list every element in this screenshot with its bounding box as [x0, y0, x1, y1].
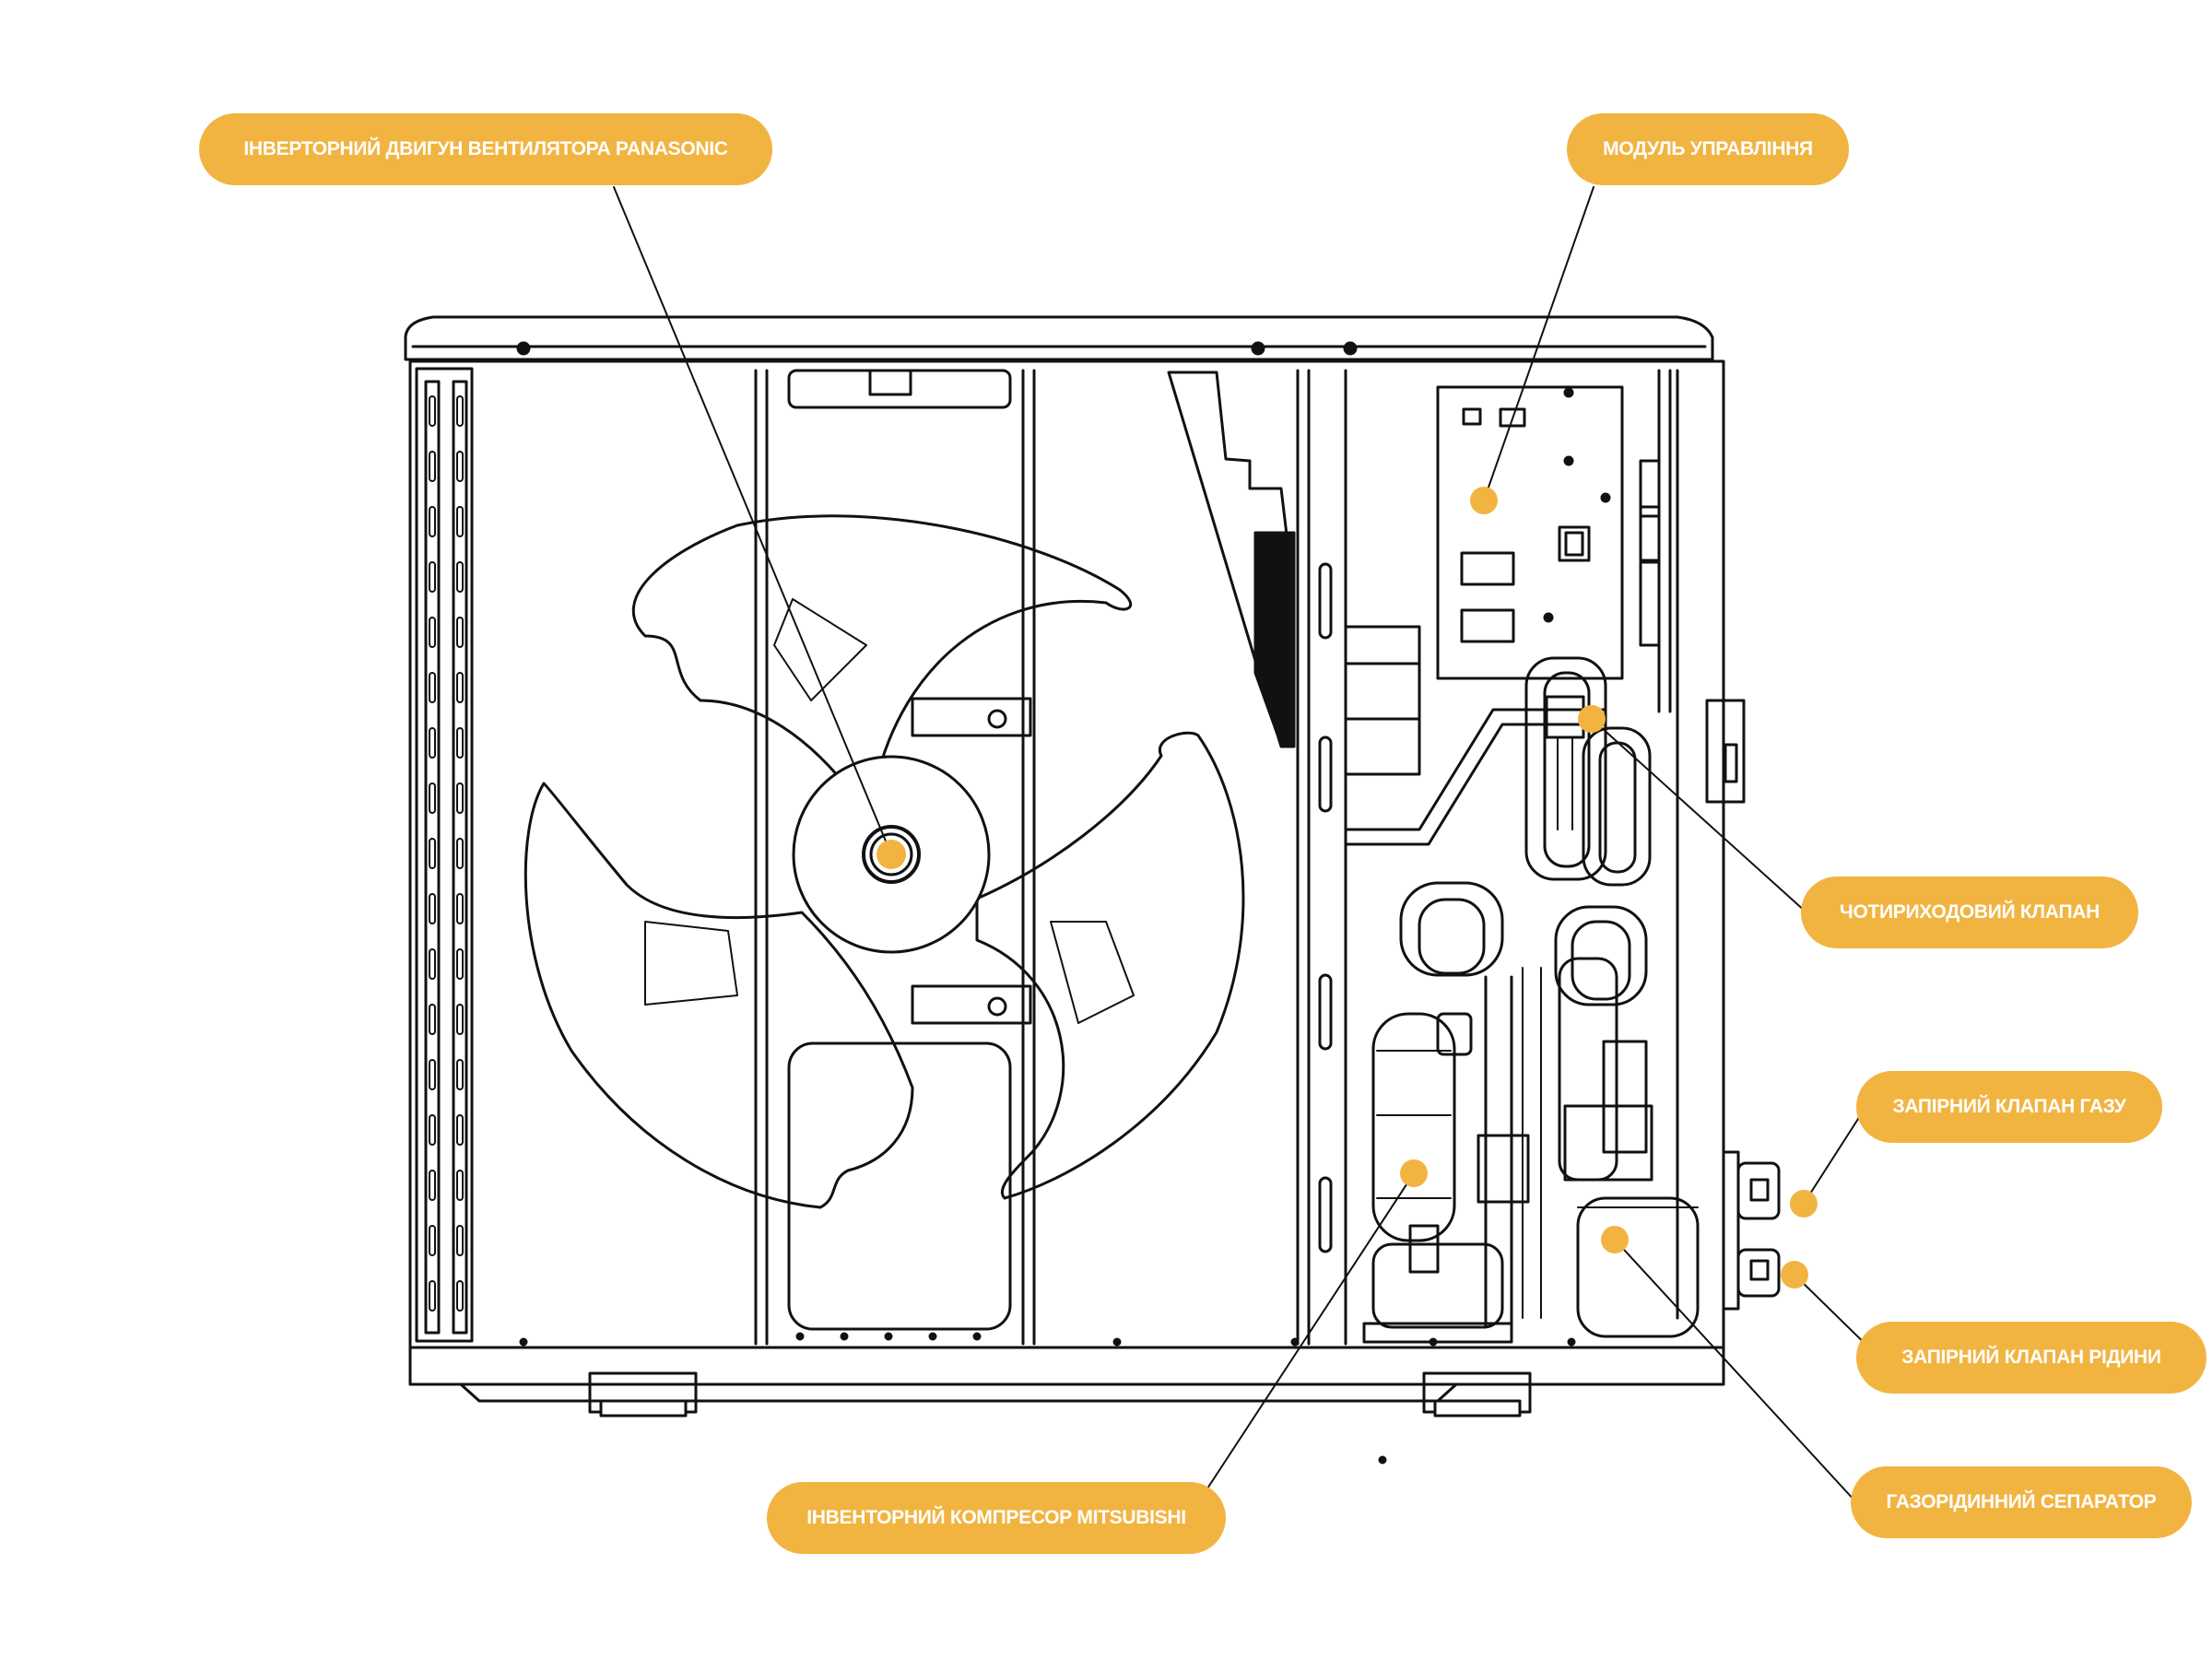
side-grille: [415, 367, 474, 1343]
callout-fan-motor: ІНВЕРТОРНИЙ ДВИГУН ВЕНТИЛЯТОРА PANASONIC: [199, 113, 772, 185]
fan-blade-right: [975, 731, 1245, 1200]
callout-dots: [877, 487, 1818, 1288]
leader-four-way: [1591, 718, 1807, 913]
fan-blade-top: [631, 514, 1133, 802]
callout-compressor: ІНВЕНТОРНИЙ КОМПРЕСОР MITSUBISHI: [767, 1482, 1226, 1554]
leader-control: [1483, 186, 1594, 501]
separator-tank: [1576, 1196, 1700, 1338]
shroud-dark: [1253, 531, 1296, 747]
dot-compressor: [1400, 1159, 1428, 1187]
component-compartment: [1344, 369, 1781, 1346]
leader-separator: [1614, 1239, 1857, 1503]
callout-liquid-shutoff-valve: ЗАПІРНИЙ КЛАПАН РІДИНИ: [1856, 1322, 2206, 1394]
control-board: [1436, 385, 1624, 680]
leader-compressor: [1206, 1172, 1415, 1489]
dot-separator: [1601, 1226, 1629, 1253]
callout-control-module: МОДУЛЬ УПРАВЛІННЯ: [1567, 113, 1849, 185]
dot-four-way: [1578, 705, 1606, 733]
fan-blade-left: [524, 782, 914, 1209]
callout-gas-shutoff-valve: ЗАПІРНИЙ КЛАПАН ГАЗУ: [1856, 1071, 2162, 1143]
dot-liquid-valve: [1781, 1261, 1808, 1288]
cabinet: [404, 315, 1725, 1465]
leader-lines: [613, 186, 1881, 1503]
dot-control: [1470, 487, 1498, 514]
dot-fan-motor: [877, 840, 906, 869]
dot-gas-valve: [1790, 1190, 1818, 1218]
leader-gas-valve: [1803, 1105, 1867, 1205]
partition: [1167, 369, 1333, 1346]
fan-bracket: [754, 369, 1036, 1346]
compressor-body: [1371, 1012, 1456, 1242]
leader-fan-motor: [613, 186, 892, 855]
callout-four-way-valve: ЧОТИРИХОДОВИЙ КЛАПАН: [1801, 877, 2138, 948]
callout-separator: ГАЗОРІДИННИЙ СЕПАРАТОР: [1851, 1466, 2192, 1538]
